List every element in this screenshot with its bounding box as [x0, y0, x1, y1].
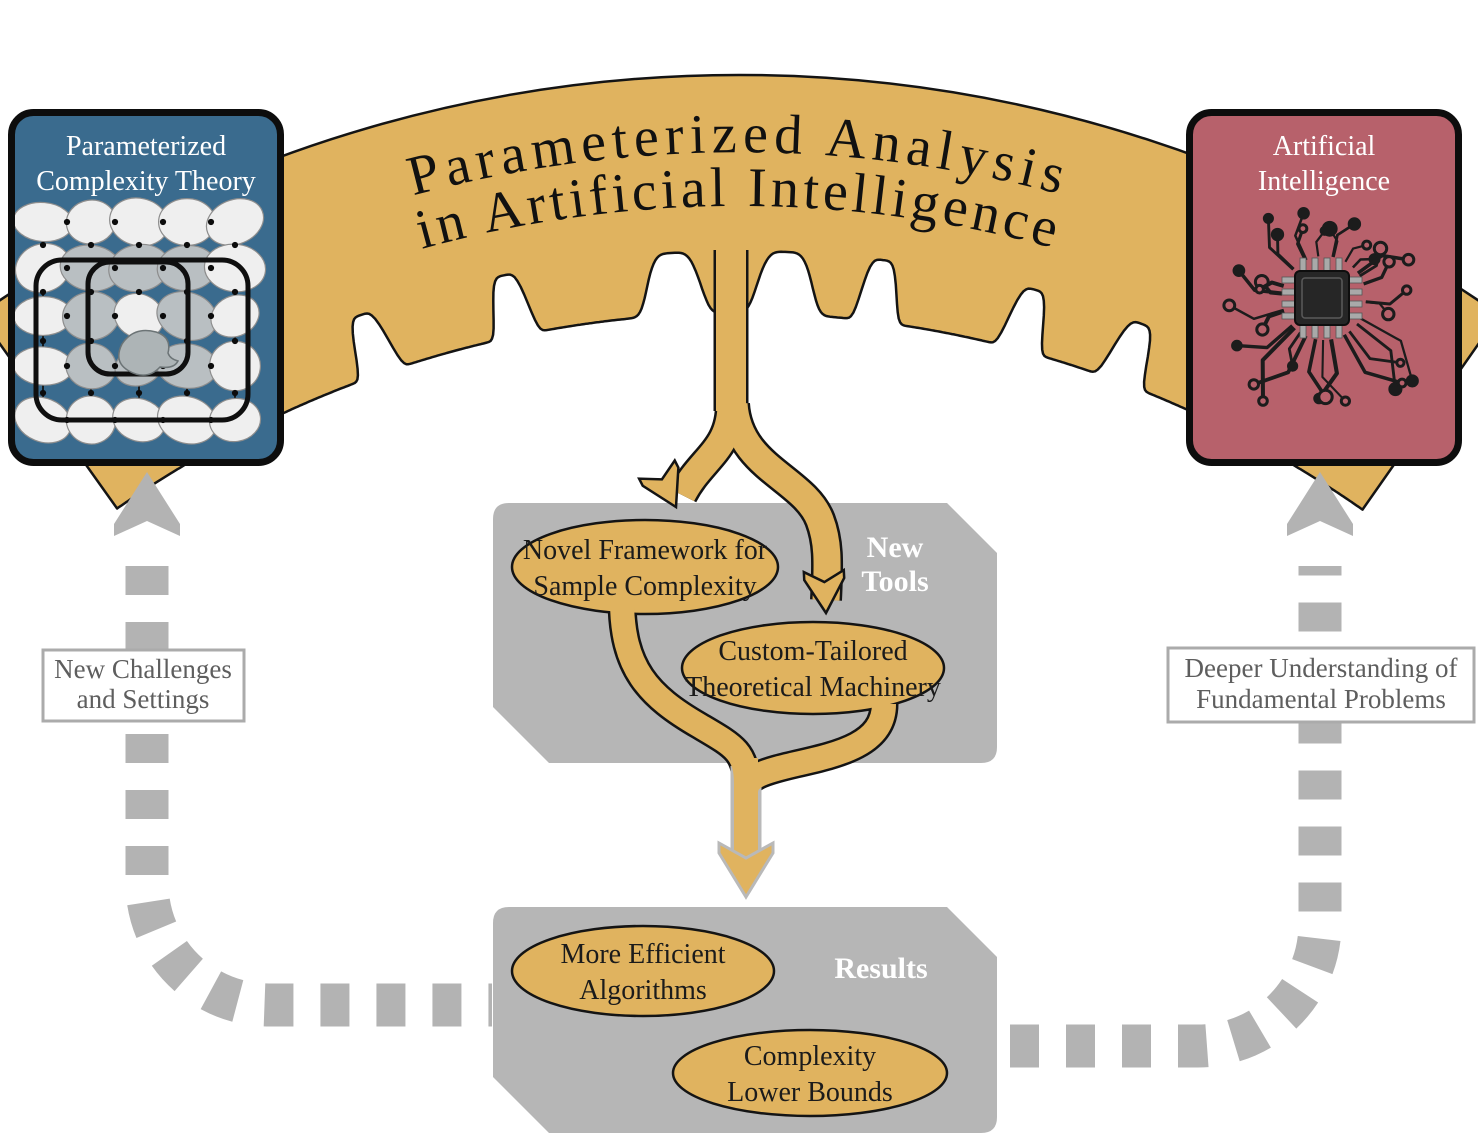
down-arrowhead-right-icon [802, 567, 846, 616]
new-tools-label-line2: Tools [861, 565, 928, 598]
lower-bounds-line1: Complexity [744, 1041, 876, 1072]
efficient-algorithms-ellipse [510, 924, 776, 1018]
down-arrowhead-left-icon [637, 458, 680, 510]
novel-framework-line1: Novel Framework for [523, 535, 768, 566]
pct-box: Parameterized Complexity Theory [8, 109, 284, 466]
svg-text:Fundamental Problems: Fundamental Problems [1196, 684, 1446, 714]
svg-text:and Settings: and Settings [77, 684, 210, 714]
efficient-algorithms-line2: Algorithms [579, 975, 707, 1006]
results-label: Results [834, 952, 927, 985]
efficient-algorithms-line1: More Efficient [560, 939, 725, 970]
svg-text:New Challenges: New Challenges [54, 654, 232, 684]
novel-framework-line2: Sample Complexity [533, 571, 756, 602]
pct-title-line2: Complexity Theory [36, 166, 256, 197]
down-arrowhead-results-icon [717, 840, 775, 900]
up-arrowhead-left-icon [114, 472, 180, 536]
deeper-understanding-label: Deeper Understanding of Fundamental Prob… [1166, 646, 1476, 724]
new-challenges-label: New Challenges and Settings [41, 648, 246, 723]
lower-bounds-line2: Lower Bounds [727, 1077, 893, 1108]
puzzle-graph-illustration [15, 197, 267, 445]
pct-title-line1: Parameterized [66, 131, 226, 162]
new-tools-label-line1: New [867, 531, 924, 564]
right-feedback-loop [1010, 472, 1353, 1068]
ai-title-line2: Intelligence [1258, 166, 1390, 197]
novel-framework-ellipse [510, 518, 780, 616]
custom-tailored-line2: Theoretical Machinery [685, 672, 941, 703]
custom-tailored-ellipse [680, 620, 946, 716]
up-arrowhead-right-icon [1287, 472, 1353, 536]
ai-box: Artificial Intelligence [1186, 109, 1462, 466]
pipes-gold [610, 248, 896, 858]
ai-title-line1: Artificial [1273, 131, 1376, 162]
svg-text:Deeper Understanding of: Deeper Understanding of [1185, 653, 1458, 683]
custom-tailored-line1: Custom-Tailored [718, 636, 907, 667]
circuit-brain-illustration [1222, 207, 1419, 407]
lower-bounds-ellipse [671, 1028, 949, 1118]
left-feedback-loop [114, 472, 492, 1027]
